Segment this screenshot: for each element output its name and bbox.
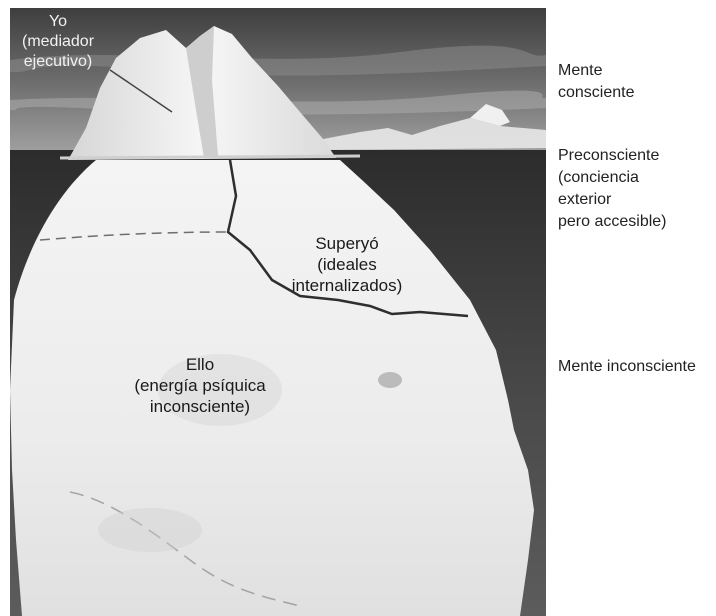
yo-label: Yo (mediador ejecutivo) <box>2 12 114 72</box>
ice-texture <box>378 372 402 388</box>
preconscious-label: Preconsciente (conciencia exterior pero … <box>558 145 716 233</box>
iceberg-scene <box>0 0 558 616</box>
conscious-mind-label: Mente consciente <box>558 60 716 104</box>
unconscious-mind-label: Mente inconsciente <box>558 356 716 378</box>
ice-texture <box>98 508 202 552</box>
superyo-label: Superyó (ideales internalizados) <box>272 233 422 296</box>
waterline <box>60 156 360 158</box>
ello-label: Ello (energía psíquica inconsciente) <box>112 354 288 417</box>
